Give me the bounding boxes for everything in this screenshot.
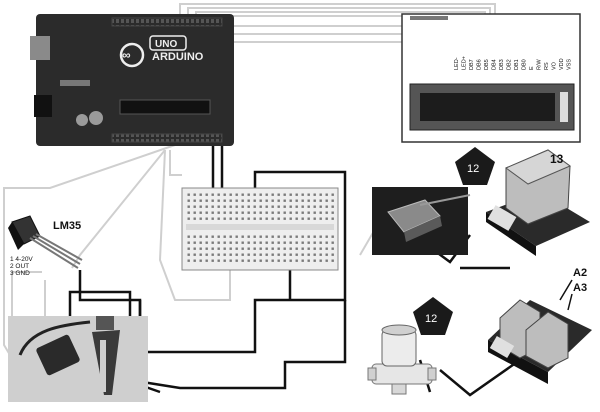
solenoid-valve-photo xyxy=(367,324,437,395)
svg-text:12: 12 xyxy=(467,163,479,175)
power-badge-top: 12 xyxy=(455,147,495,185)
analog-header xyxy=(111,133,223,143)
lcd-pin-label: VDD xyxy=(559,58,565,70)
lm35-pin-1: 1 4-20V xyxy=(10,256,33,263)
crystal-icon xyxy=(60,80,90,86)
usb-port xyxy=(30,36,50,60)
lcd-pin-label: LED+ xyxy=(462,56,468,70)
relay-module-1: 13 xyxy=(486,149,590,256)
lcd-pin-label: DB3 xyxy=(499,59,505,70)
lm35-pin-3: 3 GND xyxy=(10,270,30,277)
relay2-label-a3: A3 xyxy=(573,282,587,294)
lcd-pin-label: R/W xyxy=(537,59,543,71)
lcd-pin-label: VSS xyxy=(567,59,573,70)
lcd-pin-label: DB4 xyxy=(492,59,498,70)
lm35-label: LM35 xyxy=(53,220,81,232)
soil-moisture-sensor-photo xyxy=(8,316,148,402)
lcd-pin-label: DB0 xyxy=(522,59,528,70)
arduino-logo-icon xyxy=(119,42,145,68)
relay-number-label: 13 xyxy=(550,152,564,166)
lcd-pin-label: DB2 xyxy=(507,59,513,70)
lcd-pin-label: DB6 xyxy=(477,59,483,70)
arduino-brand-label: ARDUINO xyxy=(152,51,204,63)
lcd-pin-label: RS xyxy=(544,62,550,70)
power-jack xyxy=(34,95,52,117)
sensor-module xyxy=(36,334,80,376)
capacitor-icon xyxy=(89,111,103,125)
relay-module-2: A2 A3 xyxy=(488,267,592,384)
lm35-sensor: LM35 1 4-20V 2 OUT 3 GND xyxy=(8,215,83,277)
lcd-pin-label: LED- xyxy=(454,57,460,70)
power-badge-bottom: 12 xyxy=(413,297,453,335)
svg-text:∞: ∞ xyxy=(122,48,131,62)
lcd-pin-label: DB5 xyxy=(484,59,490,70)
digital-header xyxy=(111,17,223,27)
lcd-pin-label: E xyxy=(529,66,535,70)
capacitor-icon xyxy=(76,114,88,126)
microcontroller-chip xyxy=(119,99,211,115)
lm35-pin-2: 2 OUT xyxy=(10,263,29,270)
arduino-board: ∞ ARDUINO UNO xyxy=(30,14,234,146)
arduino-model-label: UNO xyxy=(155,39,177,50)
water-pump-photo xyxy=(372,187,471,255)
lcd-pin-label: DB7 xyxy=(469,59,475,70)
lcd-pin-label: VO xyxy=(552,61,558,70)
lcd-pin-label: DB1 xyxy=(514,59,520,70)
svg-text:12: 12 xyxy=(425,313,437,325)
relay2-label-a2: A2 xyxy=(573,267,587,279)
breadboard xyxy=(181,187,339,271)
